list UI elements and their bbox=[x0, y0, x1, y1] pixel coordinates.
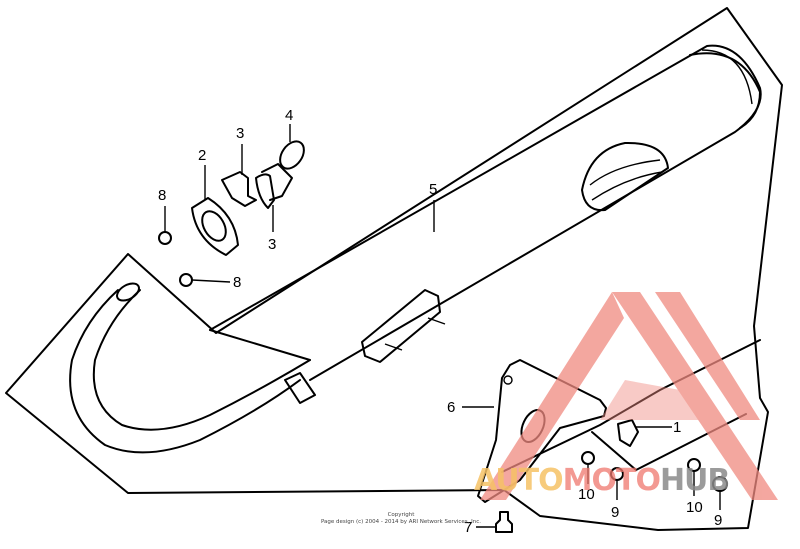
watermark-moto: MOTO bbox=[562, 463, 661, 498]
callout-3-bottom: 3 bbox=[268, 236, 277, 253]
joint-tube bbox=[261, 163, 293, 201]
callout-4: 4 bbox=[285, 107, 294, 124]
part-4-o-ring bbox=[279, 140, 305, 170]
leader-lines bbox=[164, 124, 721, 528]
part-2-flange bbox=[191, 197, 239, 256]
part-3-collar bbox=[221, 171, 257, 207]
callout-9-b: 9 bbox=[714, 512, 723, 529]
callout-1: 1 bbox=[673, 419, 682, 436]
muffler-mount bbox=[361, 289, 441, 363]
header-pipe bbox=[69, 289, 301, 454]
part-1-clip bbox=[617, 419, 639, 447]
watermark-text: AUTOMOTOHUB bbox=[474, 463, 730, 498]
watermark-logo bbox=[480, 292, 778, 500]
assembly-boundary bbox=[5, 7, 783, 531]
muffler-body bbox=[209, 44, 762, 381]
part-7-bolt bbox=[495, 511, 513, 533]
callout-5: 5 bbox=[429, 181, 438, 198]
part-3-collar-lower bbox=[255, 173, 275, 209]
muffler-end-cap bbox=[689, 52, 761, 129]
callout-2: 2 bbox=[198, 147, 207, 164]
callout-8-right: 8 bbox=[233, 274, 242, 291]
callout-6: 6 bbox=[447, 399, 456, 416]
part-8-nut-lower bbox=[179, 273, 193, 287]
copyright-title: Copyright bbox=[387, 512, 415, 518]
copyright-text: Page design (c) 2004 - 2014 by ARI Netwo… bbox=[320, 519, 482, 526]
muffler-vent bbox=[581, 141, 669, 212]
callout-9-a: 9 bbox=[611, 504, 620, 521]
watermark-auto: AUTO bbox=[474, 463, 564, 498]
part-8-nut-top bbox=[158, 231, 172, 245]
callout-3-top: 3 bbox=[236, 125, 245, 142]
callout-10-a: 10 bbox=[578, 486, 595, 503]
callout-8-top: 8 bbox=[158, 187, 167, 204]
watermark-hub: HUB bbox=[659, 463, 730, 498]
callout-7: 7 bbox=[464, 519, 473, 536]
copyright-notice: Copyright Page design (c) 2004 - 2014 by… bbox=[316, 512, 486, 526]
callout-10-b: 10 bbox=[686, 499, 703, 516]
